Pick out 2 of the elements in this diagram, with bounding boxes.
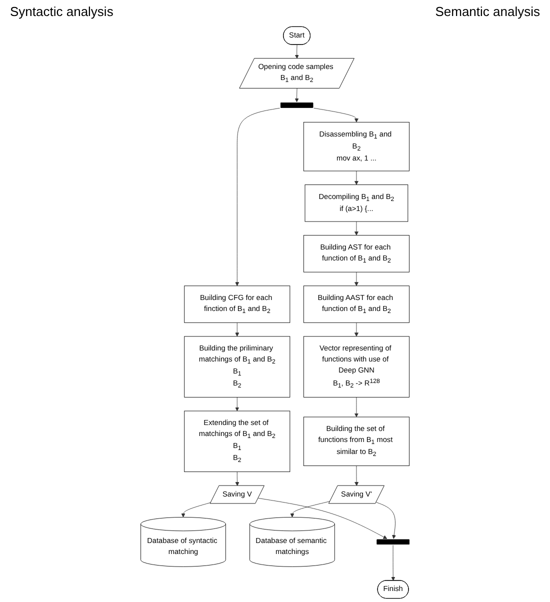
annotation-text: Syntactic analysis: [10, 4, 114, 19]
annotation-text: Semantic analysis: [435, 4, 540, 19]
